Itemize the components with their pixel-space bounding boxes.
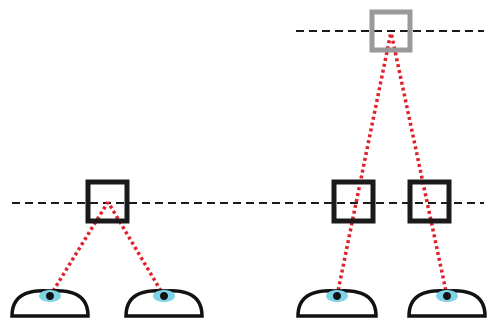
sight-line-left-a <box>48 201 110 297</box>
object-box-near <box>85 179 130 224</box>
eye-left-a <box>10 288 90 318</box>
eye-right-b <box>407 288 487 318</box>
object-box-right-left <box>331 179 376 224</box>
eye-right-a <box>296 288 378 318</box>
object-box-far <box>369 9 413 53</box>
sight-line-right-b <box>389 31 449 297</box>
eye-left-b <box>124 288 204 318</box>
sight-line-right-a <box>335 31 393 297</box>
object-box-right-right <box>407 179 452 224</box>
sight-line-left-b <box>106 201 166 297</box>
